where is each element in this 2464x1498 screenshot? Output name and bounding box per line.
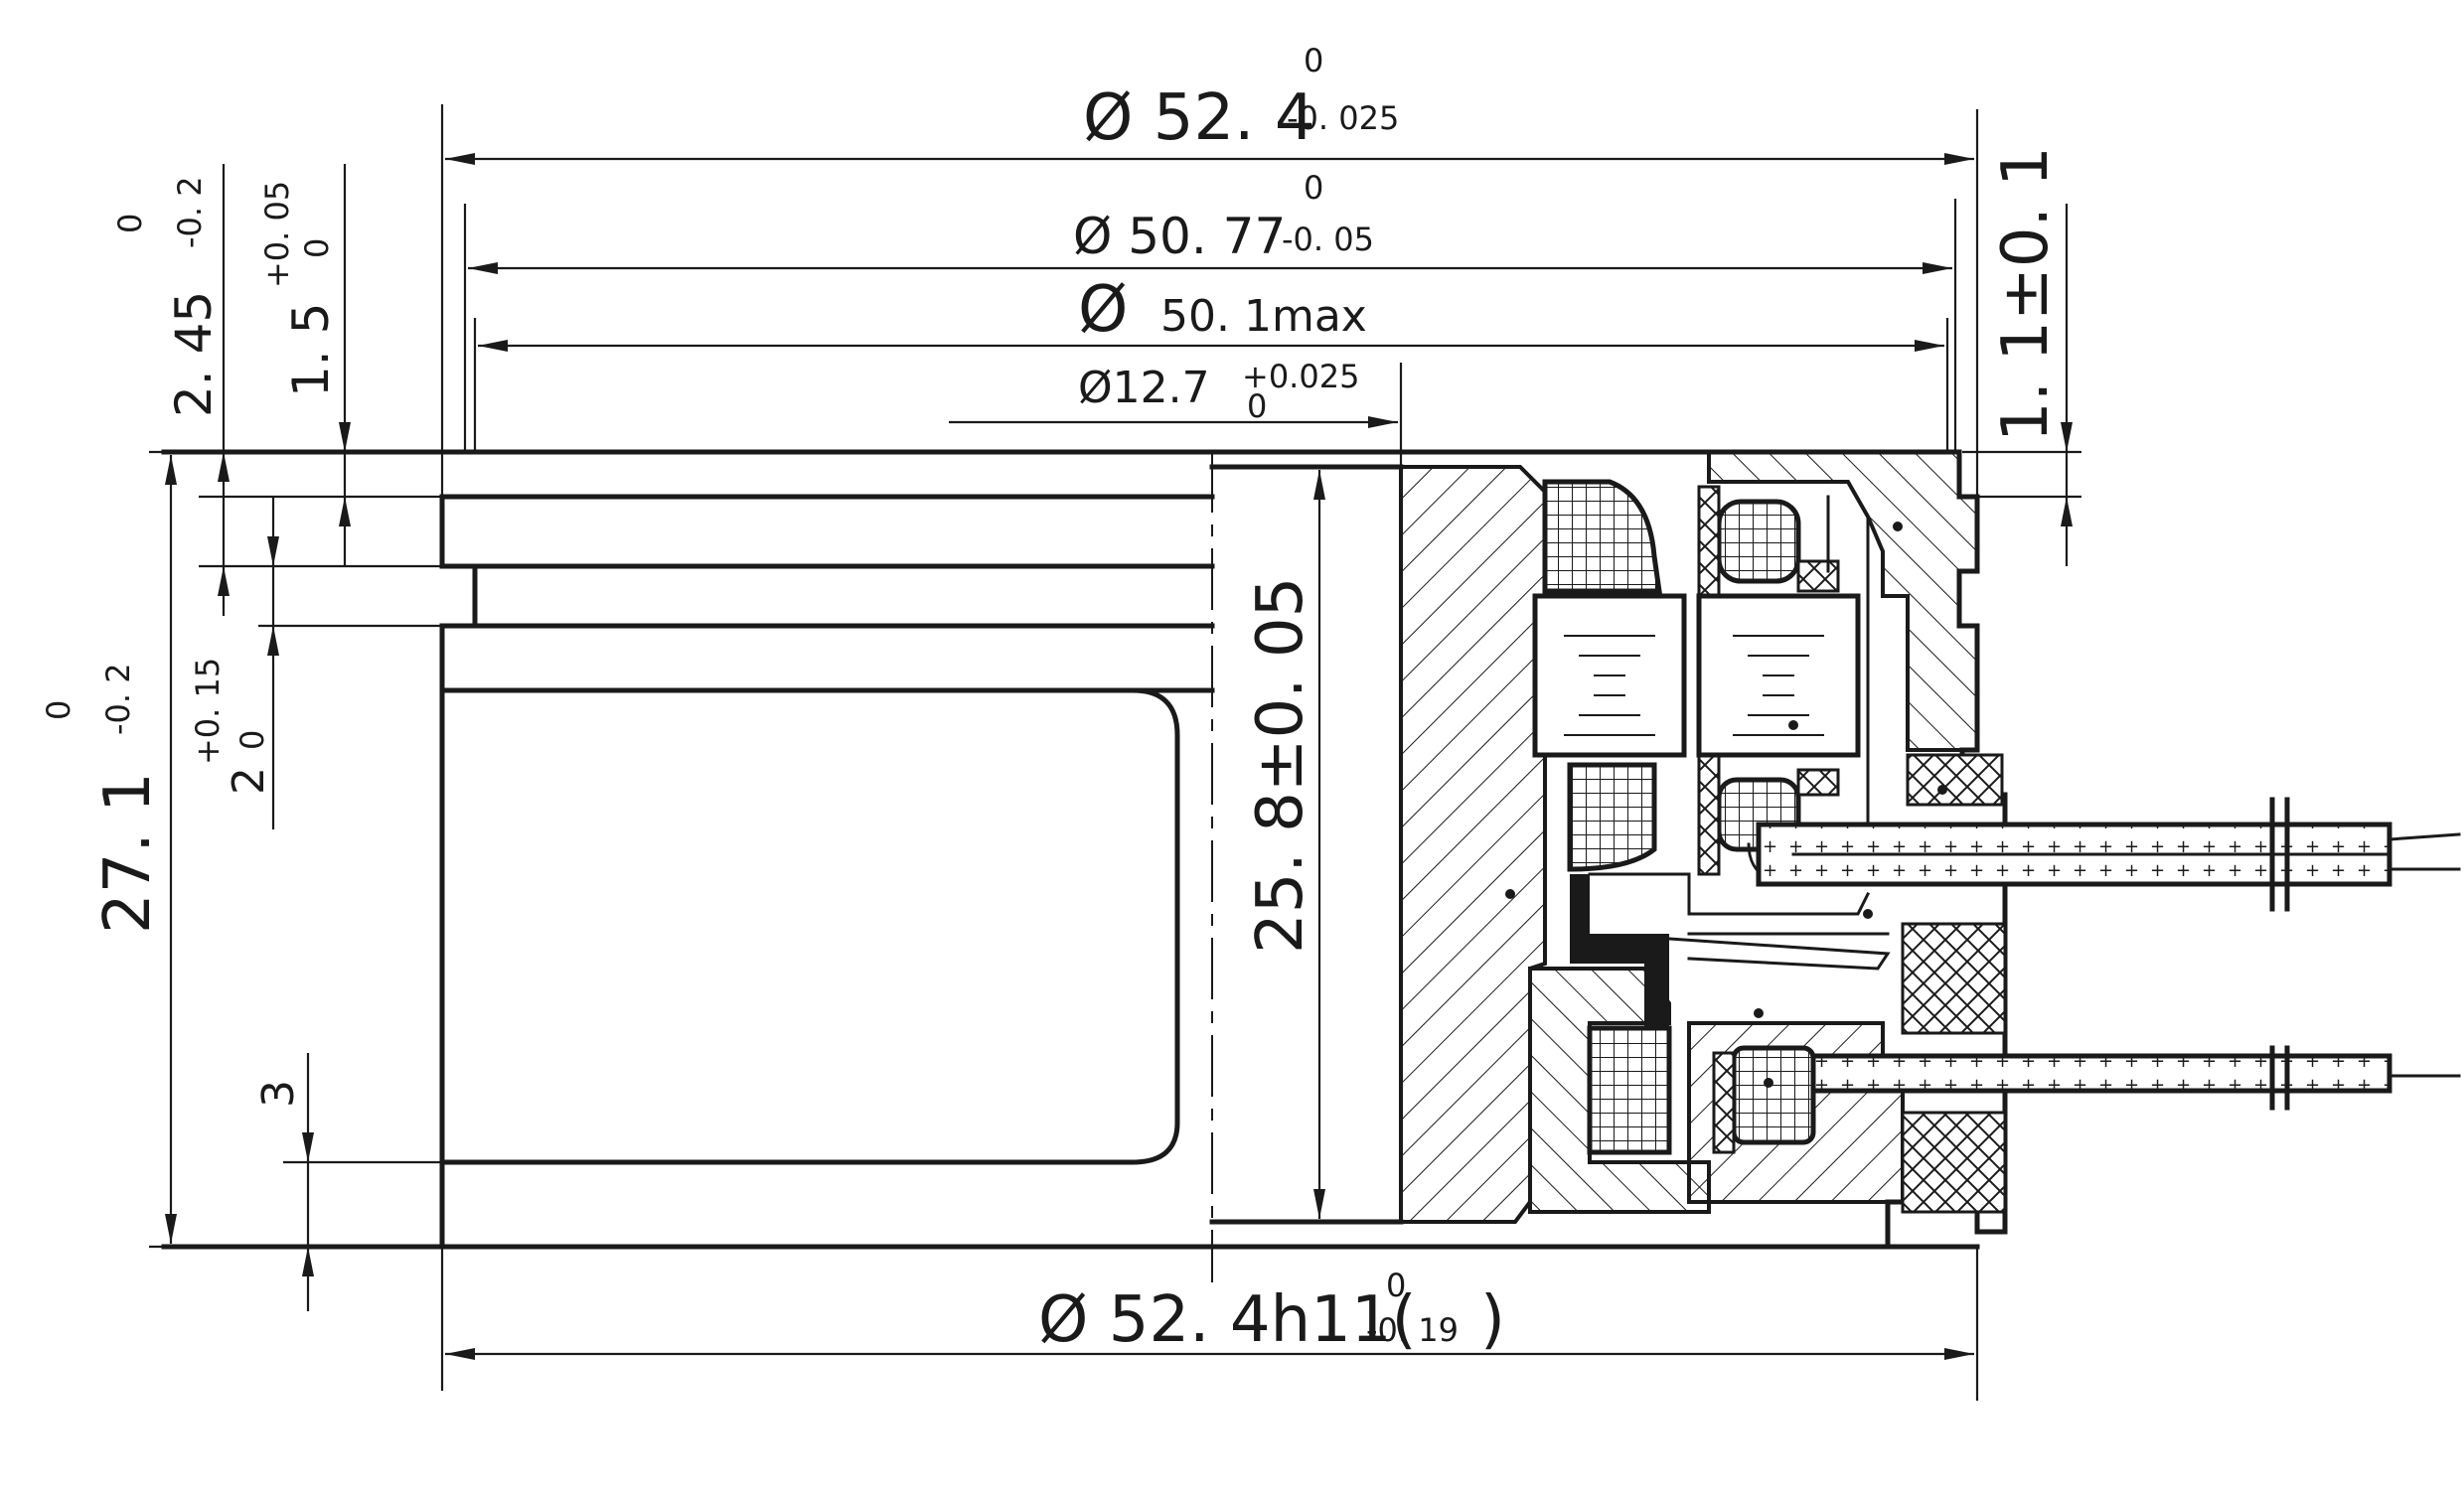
svg-text:1. 1±0. 1: 1. 1±0. 1 [1989, 146, 2063, 442]
svg-text:3: 3 [253, 1080, 304, 1108]
dim-bore: Ø12.7 +0.025 0 [1078, 358, 1359, 425]
svg-text:0: 0 [1304, 42, 1323, 79]
svg-text:0: 0 [1304, 169, 1323, 207]
svg-text:0: 0 [298, 238, 336, 258]
dim-height-27-1: 27. 1 0 -0. 2 [40, 663, 165, 934]
dim-outer-diameter: Ø 52. 4 0 -0. 025 [1083, 42, 1399, 155]
svg-text:-0. 05: -0. 05 [1282, 221, 1374, 258]
dim-height-2-45: 2. 45 0 -0. 2 [111, 176, 223, 417]
lead-wire-upper [1756, 797, 2461, 912]
svg-text:+0. 05: +0. 05 [258, 181, 296, 288]
svg-text:): ) [1480, 1283, 1505, 1357]
svg-text:0: 0 [111, 214, 149, 233]
svg-text:-0. 025: -0. 025 [1287, 99, 1399, 137]
body-outline [161, 449, 1980, 1282]
svg-text:2: 2 [224, 767, 274, 795]
svg-text:0: 0 [40, 700, 77, 720]
svg-text:Ø 50. 77: Ø 50. 77 [1073, 208, 1286, 265]
dim-height-1-5: 1. 5 +0. 05 0 [258, 181, 340, 397]
svg-text:-0. 2: -0. 2 [171, 176, 209, 248]
lead-wire-lower [1810, 1045, 2461, 1111]
svg-text:-0. 19: -0. 19 [1366, 1311, 1459, 1349]
svg-text:50. 1max: 50. 1max [1160, 291, 1367, 342]
dimension-lines [149, 104, 2081, 1401]
svg-text:2. 45: 2. 45 [165, 291, 223, 417]
magnet-right [1696, 593, 1861, 758]
svg-text:Ø12.7: Ø12.7 [1078, 363, 1210, 413]
magnet-left [1532, 593, 1687, 758]
svg-text:Ø: Ø [1078, 273, 1128, 347]
svg-text:0: 0 [1386, 1267, 1406, 1304]
dim-height-3: 3 [253, 1080, 304, 1108]
svg-text:1. 5: 1. 5 [282, 303, 340, 397]
svg-text:25. 8±0. 05: 25. 8±0. 05 [1244, 577, 1317, 954]
cross-section [1209, 449, 2008, 1250]
dim-inner-25-8: 25. 8±0. 05 [1244, 577, 1317, 954]
svg-text:+0. 15: +0. 15 [189, 658, 227, 765]
dim-height-2: 2 +0. 15 0 [189, 658, 274, 795]
svg-text:Ø 52. 4: Ø 52. 4 [1083, 81, 1315, 155]
label-window [439, 687, 1180, 1165]
svg-text:0: 0 [233, 730, 271, 750]
svg-text:+0.025: +0.025 [1242, 358, 1359, 395]
dim-diameter-50-77: Ø 50. 77 0 -0. 05 [1073, 169, 1374, 265]
svg-text:0: 0 [1247, 387, 1267, 425]
svg-text:27. 1: 27. 1 [91, 772, 165, 934]
dim-bottom-diameter: Ø 52. 4h11( 0 -0. 19 ) [1038, 1267, 1505, 1357]
svg-text:Ø 52. 4h11(: Ø 52. 4h11( [1038, 1283, 1417, 1357]
dim-step-1-1: 1. 1±0. 1 [1989, 146, 2063, 442]
svg-text:-0. 2: -0. 2 [99, 663, 137, 735]
dim-diameter-50-1: Ø 50. 1max [1078, 273, 1367, 347]
